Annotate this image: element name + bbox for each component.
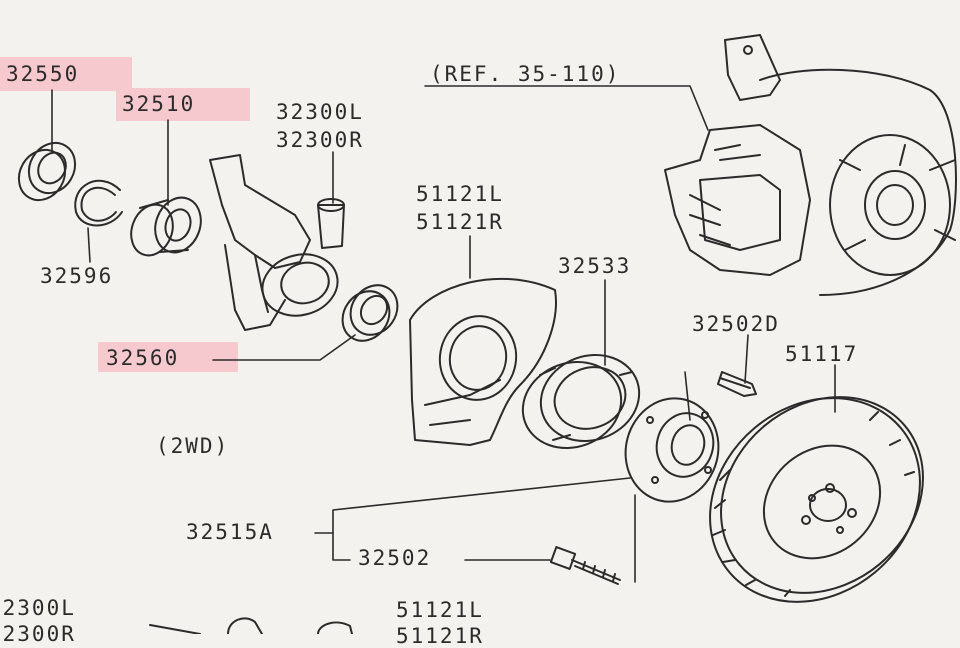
hub-bolt-32502: [549, 546, 621, 585]
part-label-32533: 32533: [558, 254, 632, 278]
part-label-32502D: 32502D: [692, 312, 780, 336]
brake-caliper-reference-assembly: [664, 34, 957, 296]
bottom-partial-components: [149, 617, 353, 634]
part-label-32596: 32596: [40, 264, 114, 288]
reference-label: (REF. 35-110): [430, 62, 621, 86]
wheel-hub-32515A: [624, 397, 720, 503]
bolt-32502D: [717, 371, 757, 397]
bearing-32510: [130, 196, 202, 257]
snap-ring-32596: [74, 179, 123, 227]
part-label-51121L-bottom: 51121L: [396, 598, 484, 622]
part-label-32300L-bottom: 32300L: [0, 596, 76, 620]
part-label-51121L: 51121L: [416, 182, 504, 206]
dust-shield-51121: [409, 277, 557, 446]
oil-seal-32560: [341, 284, 399, 342]
parts-diagram: 32550 32510 32300L 32300R (REF. 35-110) …: [0, 34, 957, 648]
variant-label-2wd: (2WD): [156, 434, 230, 458]
part-label-32300R: 32300R: [276, 128, 364, 152]
part-label-32502: 32502: [358, 546, 432, 570]
steering-knuckle-32300: [209, 154, 345, 331]
highlight-32560: [98, 342, 238, 372]
exploded-view-drawing: [17, 34, 957, 634]
oil-seal-32550: [17, 141, 77, 202]
part-label-51121R-bottom: 51121R: [396, 624, 484, 648]
highlight-32510: [116, 88, 250, 121]
part-label-32510: 32510: [122, 92, 196, 116]
part-label-51121R: 51121R: [416, 210, 504, 234]
part-label-32300R-bottom: 32300R: [0, 622, 76, 646]
part-label-51117: 51117: [785, 342, 859, 366]
brake-disc-51117: [709, 396, 924, 603]
part-label-32560: 32560: [106, 346, 180, 370]
part-label-32515A: 32515A: [186, 520, 274, 544]
part-label-32550: 32550: [6, 62, 80, 86]
sensor-ring-32533: [521, 353, 641, 450]
highlight-32550: [0, 57, 132, 91]
leader-lines: [51, 85, 836, 583]
part-label-32300L: 32300L: [276, 100, 364, 124]
